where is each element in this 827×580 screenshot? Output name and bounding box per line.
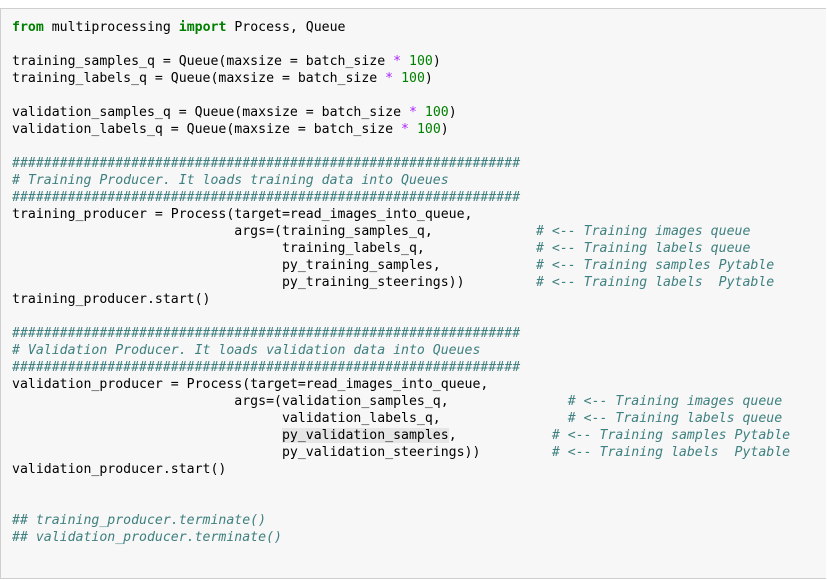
- code-line: [12, 36, 790, 53]
- code-token: training_samples_q = Queue(maxsize = bat…: [12, 54, 394, 69]
- code-token: ): [448, 105, 457, 120]
- code-token: ########################################…: [12, 156, 521, 171]
- code-line: validation_samples_q = Queue(maxsize = b…: [12, 104, 790, 121]
- code-token: # Training Producer. It loads training d…: [12, 173, 449, 188]
- code-token: py_validation_steerings)): [12, 445, 552, 460]
- code-token: validation_producer.start(): [12, 462, 227, 477]
- code-token: # <-- Training samples Pytable: [536, 258, 775, 273]
- selected-text: py_validation_samples: [281, 428, 449, 443]
- code-line: [12, 495, 790, 512]
- code-token: py_training_samples,: [12, 258, 537, 273]
- code-token: validation_producer = Process(target=rea…: [12, 377, 489, 392]
- code-token: # <-- Training images queue: [567, 394, 783, 409]
- code-token: # <-- Training labels queue: [536, 241, 751, 256]
- code-token: ): [424, 71, 433, 86]
- code-token: *: [408, 105, 417, 120]
- code-line: training_samples_q = Queue(maxsize = bat…: [12, 53, 790, 70]
- code-token: ): [432, 54, 441, 69]
- code-token: [12, 428, 282, 443]
- code-token: # Validation Producer. It loads validati…: [12, 343, 481, 358]
- code-token: [409, 122, 417, 137]
- code-token: [417, 105, 425, 120]
- code-line: validation_producer.start(): [12, 461, 790, 478]
- code-token: args=(validation_samples_q,: [12, 394, 568, 409]
- code-line: ########################################…: [12, 189, 790, 206]
- code-token: 100: [424, 105, 449, 120]
- code-cell[interactable]: from multiprocessing import Process, Que…: [0, 8, 826, 579]
- code-line: [12, 308, 790, 325]
- code-token: validation_labels_q = Queue(maxsize = ba…: [12, 122, 402, 137]
- code-line: args=(validation_samples_q, # <-- Traini…: [12, 393, 790, 410]
- code-line: # Validation Producer. It loads validati…: [12, 342, 790, 359]
- code-line: training_labels_q = Queue(maxsize = batc…: [12, 70, 790, 87]
- code-line: validation_labels_q = Queue(maxsize = ba…: [12, 121, 790, 138]
- code-line: validation_labels_q, # <-- Training labe…: [12, 410, 790, 427]
- code-line: ## training_producer.terminate(): [12, 512, 790, 529]
- code-line: py_training_steerings)) # <-- Training l…: [12, 274, 790, 291]
- code-token: training_producer.start(): [12, 292, 211, 307]
- code-token: # <-- Training labels Pytable: [551, 445, 791, 460]
- code-token: *: [401, 122, 409, 137]
- code-line: validation_producer = Process(target=rea…: [12, 376, 790, 393]
- code-line: ## validation_producer.terminate(): [12, 529, 790, 546]
- code-line: from multiprocessing import Process, Que…: [12, 19, 790, 36]
- code-token: ########################################…: [12, 190, 521, 205]
- code-token: 100: [416, 122, 441, 137]
- code-token: # <-- Training labels queue: [567, 411, 783, 426]
- code-editor[interactable]: from multiprocessing import Process, Que…: [12, 19, 790, 546]
- code-token: ,: [448, 428, 552, 443]
- code-token: ## training_producer.terminate(): [12, 513, 267, 528]
- code-token: *: [393, 54, 402, 69]
- code-token: 100: [401, 71, 425, 86]
- code-line: training_producer.start(): [12, 291, 790, 308]
- code-token: args=(training_samples_q,: [12, 224, 537, 239]
- code-line: py_validation_steerings)) # <-- Training…: [12, 444, 790, 461]
- code-token: from: [12, 20, 44, 35]
- code-token: [393, 71, 401, 86]
- code-token: training_producer = Process(target=read_…: [12, 207, 473, 222]
- code-line: [12, 138, 790, 155]
- code-line: py_training_samples, # <-- Training samp…: [12, 257, 790, 274]
- code-token: # <-- Training labels Pytable: [536, 275, 775, 290]
- code-token: py_training_steerings)): [12, 275, 537, 290]
- code-line: py_validation_samples, # <-- Training sa…: [12, 427, 790, 444]
- code-token: validation_labels_q,: [12, 411, 568, 426]
- code-line: args=(training_samples_q, # <-- Training…: [12, 223, 790, 240]
- code-token: training_labels_q = Queue(maxsize = batc…: [12, 71, 386, 86]
- code-token: ## validation_producer.terminate(): [12, 530, 282, 545]
- code-line: [12, 87, 790, 104]
- code-line: training_producer = Process(target=read_…: [12, 206, 790, 223]
- code-line: training_labels_q, # <-- Training labels…: [12, 240, 790, 257]
- code-token: ########################################…: [12, 326, 521, 341]
- code-line: ########################################…: [12, 325, 790, 342]
- code-token: validation_samples_q = Queue(maxsize = b…: [12, 105, 409, 120]
- code-token: ########################################…: [12, 360, 521, 375]
- code-token: # <-- Training images queue: [536, 224, 751, 239]
- code-token: ): [440, 122, 449, 137]
- code-line: [12, 478, 790, 495]
- code-token: 100: [409, 54, 433, 69]
- code-token: multiprocessing: [43, 20, 179, 35]
- code-line: ########################################…: [12, 359, 790, 376]
- code-token: training_labels_q,: [12, 241, 537, 256]
- code-line: ########################################…: [12, 155, 790, 172]
- code-token: Process, Queue: [226, 20, 346, 35]
- code-token: # <-- Training samples Pytable: [551, 428, 791, 443]
- code-token: [401, 54, 409, 69]
- code-token: import: [178, 20, 227, 35]
- code-token: *: [385, 71, 394, 86]
- code-line: # Training Producer. It loads training d…: [12, 172, 790, 189]
